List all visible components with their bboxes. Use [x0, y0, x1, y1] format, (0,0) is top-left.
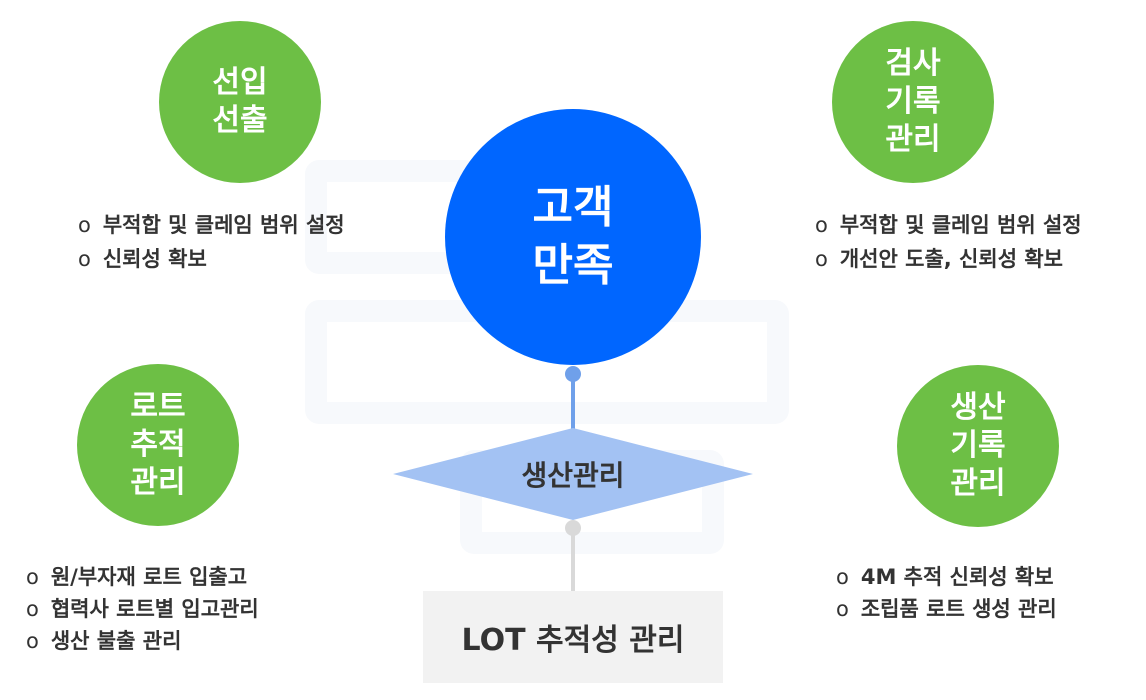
- node-label: 선입: [212, 65, 268, 100]
- bullet-text: 부적합 및 클레임 범위 설정: [102, 213, 345, 237]
- hub-diamond: [393, 428, 753, 520]
- bullet-marker: o: [78, 247, 91, 271]
- bullet-text: 생산 불출 관리: [50, 629, 182, 653]
- list-item: o 부적합 및 클레임 범위 설정: [815, 208, 1082, 242]
- node-label: 관리: [130, 465, 186, 500]
- node-label: 생산: [950, 390, 1006, 425]
- bullet-text: 4M 추적 신뢰성 확보: [860, 565, 1054, 589]
- bullet-marker: o: [26, 629, 39, 653]
- node-label: 추적: [130, 427, 186, 462]
- center-label: 만족: [532, 240, 614, 291]
- bullet-marker: o: [26, 565, 39, 589]
- list-item: o 신뢰성 확보: [78, 242, 345, 276]
- bullet-list-inspection: o 부적합 및 클레임 범위 설정 o 개선안 도출, 신뢰성 확보: [815, 208, 1082, 276]
- bullet-text: 개선안 도출, 신뢰성 확보: [839, 247, 1063, 271]
- node-label: 관리: [950, 466, 1006, 501]
- bullet-text: 신뢰성 확보: [102, 247, 207, 271]
- bullet-text: 원/부자재 로트 입출고: [50, 565, 248, 589]
- node-label: 선출: [212, 103, 268, 138]
- connector-line-top: [571, 374, 575, 430]
- bullet-text: 조립품 로트 생성 관리: [860, 597, 1057, 621]
- center-customer-satisfaction: 고객 만족: [445, 109, 701, 365]
- node-label: 관리: [885, 122, 941, 157]
- list-item: o 4M 추적 신뢰성 확보: [836, 561, 1057, 593]
- bullet-list-production: o 4M 추적 신뢰성 확보 o 조립품 로트 생성 관리: [836, 561, 1057, 625]
- bullet-text: 협력사 로트별 입고관리: [50, 597, 259, 621]
- bullet-text: 부적합 및 클레임 범위 설정: [839, 213, 1082, 237]
- hub-label: 생산관리: [521, 459, 625, 492]
- list-item: o 생산 불출 관리: [26, 625, 259, 657]
- connector-line-bottom: [571, 528, 575, 591]
- center-label: 고객: [532, 182, 614, 233]
- watermark-shape: [305, 300, 789, 424]
- node-label: 기록: [885, 84, 941, 119]
- bullet-marker: o: [815, 247, 828, 271]
- node-lot-tracking: 로트 추적 관리: [77, 364, 239, 526]
- bullet-marker: o: [78, 213, 91, 237]
- bullet-list-fifo: o 부적합 및 클레임 범위 설정 o 신뢰성 확보: [78, 208, 345, 276]
- list-item: o 조립품 로트 생성 관리: [836, 593, 1057, 625]
- node-production-records: 생산 기록 관리: [897, 365, 1059, 527]
- list-item: o 협력사 로트별 입고관리: [26, 593, 259, 625]
- bullet-list-lot: o 원/부자재 로트 입출고 o 협력사 로트별 입고관리 o 생산 불출 관리: [26, 561, 259, 657]
- bullet-marker: o: [26, 597, 39, 621]
- node-label: 검사: [885, 46, 941, 81]
- bullet-marker: o: [815, 213, 828, 237]
- list-item: o 부적합 및 클레임 범위 설정: [78, 208, 345, 242]
- lot-traceability-box: LOT 추적성 관리: [423, 591, 723, 683]
- bullet-marker: o: [836, 565, 849, 589]
- node-inspection-records: 검사 기록 관리: [832, 21, 994, 183]
- list-item: o 개선안 도출, 신뢰성 확보: [815, 242, 1082, 276]
- list-item: o 원/부자재 로트 입출고: [26, 561, 259, 593]
- bullet-marker: o: [836, 597, 849, 621]
- node-label: 로트: [130, 389, 186, 424]
- node-first-in-first-out: 선입 선출: [159, 21, 321, 183]
- node-label: 기록: [950, 428, 1006, 463]
